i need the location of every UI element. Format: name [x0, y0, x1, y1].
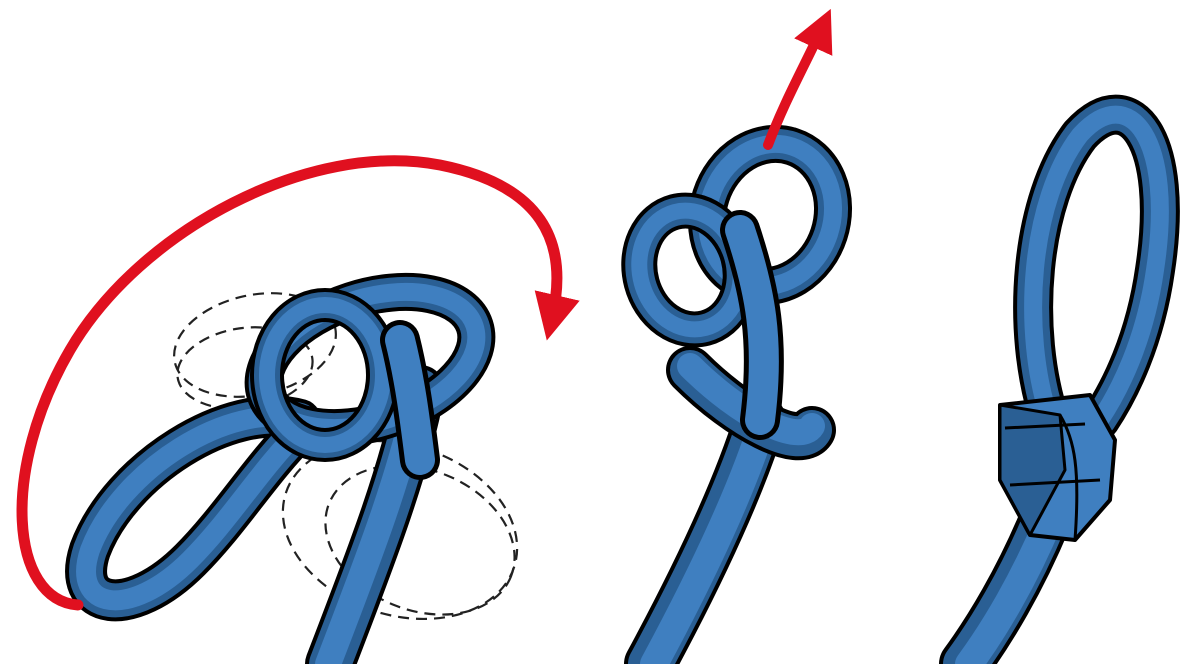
step-1-strap-left-loop [86, 417, 300, 601]
step-3-knot-body [1000, 395, 1115, 540]
step-2-pull-arrow [768, 28, 822, 145]
step-3-illustration [965, 115, 1160, 664]
step-2-strap-tail [650, 420, 764, 664]
step-2-illustration [626, 28, 851, 664]
step-3-top-loop [1033, 115, 1160, 420]
step-3-strap-tail [965, 520, 1049, 664]
step-2-knot-body [626, 199, 812, 436]
step-1-illustration [22, 161, 557, 664]
step-1-knot-body [246, 267, 494, 460]
